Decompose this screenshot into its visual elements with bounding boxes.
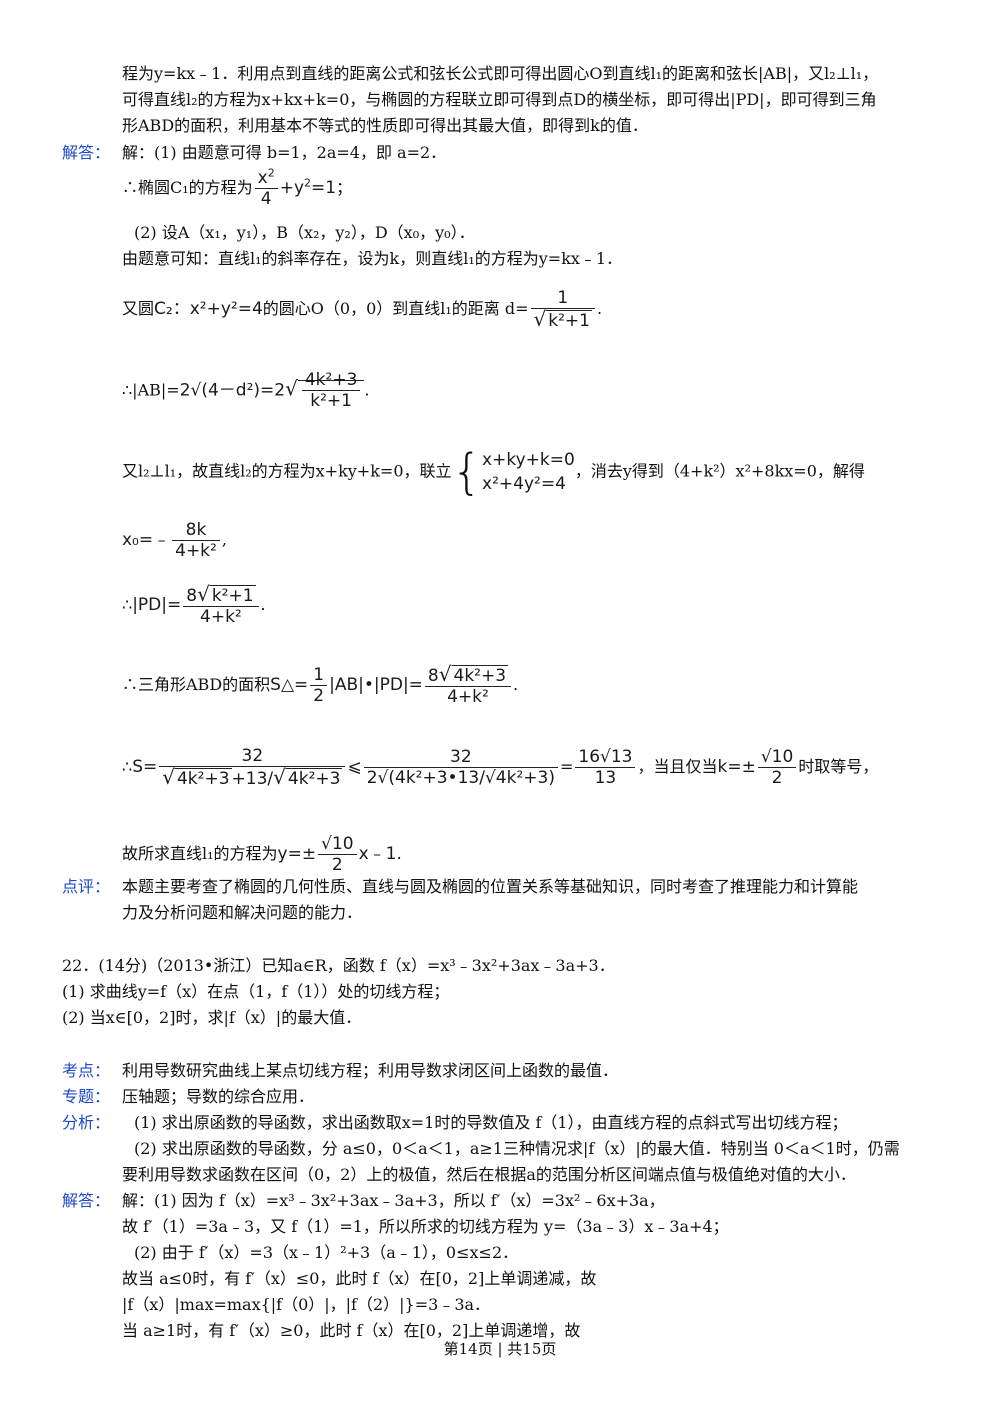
analysis-line-2: 可得直线l₂的方程为x+kx+k=0，与椭圆的方程联立即可得到点D的横坐标，即可… (122, 90, 877, 109)
zhuanti-tag: 专题： (62, 1087, 111, 1106)
answer-line-1: 解：(1) 由题意可得 b=1，2a=4，即 a=2． (122, 143, 447, 162)
answer-line-slope: 由题意可知：直线l₁的斜率存在，设为k，则直线l₁的方程为y=kx﹣1． (122, 249, 623, 268)
analysis-line-3: 形ABD的面积，利用基本不等式的性质即可得出其最大值，即得到k的值． (122, 116, 648, 135)
fenxi-tag: 分析： (62, 1113, 111, 1132)
solution-line-4: 故当 a≤0时，有 f′（x）≤0，此时 f（x）在[0，2]上单调递减，故 (122, 1269, 597, 1288)
kaodian-tag: 考点： (62, 1061, 111, 1080)
question-22-title: 22．(14分)（2013•浙江）已知a∈R，函数 f（x）=x³﹣3x²+3a… (62, 956, 615, 975)
solution-line-2: 故 f′（1）=3a﹣3，又 f（1）=1，所以所求的切线方程为 y=（3a﹣3… (122, 1217, 729, 1236)
comment-tag: 点评： (62, 877, 111, 896)
distance-line: 又圆C₂：x²+y²=4的圆心O（0，0）到直线l₁的距离 d=1√k²+1. (122, 288, 603, 331)
answer-tag: 解答： (62, 143, 111, 162)
analysis-line-1: 程为y=kx﹣1．利用点到直线的距离公式和弦长公式即可得出圆心O到直线l₁的距离… (122, 64, 879, 83)
question-22-part-1: (1) 求曲线y=f（x）在点（1，f（1））处的切线方程； (62, 982, 450, 1001)
fenxi-line-3: 要利用导数求函数在区间（0，2）上的极值，然后在根据a的范围分析区间端点值与极值… (122, 1165, 856, 1184)
s-left-fraction: 32√4k²+3+13/√4k²+3 (159, 746, 346, 789)
solution-line-1: 解：(1) 因为 f（x）=x³﹣3x²+3ax﹣3a+3，所以 f′（x）=3… (122, 1191, 665, 1210)
distance-fraction: 1√k²+1 (530, 288, 595, 331)
zhuanti-text: 压轴题；导数的综合应用． (122, 1087, 315, 1106)
comment-line-1: 本题主要考查了椭圆的几何性质、直线与圆及椭圆的位置关系等基础知识，同时考查了推理… (122, 877, 859, 896)
fenxi-line-1: (1) 求出原函数的导函数，求出函数取x=1时的导数值及 f（1），由直线方程的… (134, 1113, 848, 1132)
answer-line-setpoints: (2) 设A（x₁，y₁），B（x₂，y₂），D（x₀，y₀）． (134, 223, 475, 242)
question-22-part-2: (2) 当x∈[0，2]时，求|f（x）|的最大值． (62, 1008, 362, 1027)
answer-tag-2: 解答： (62, 1191, 111, 1210)
solution-line-6: 当 a≥1时，有 f′（x）≥0，此时 f（x）在[0，2]上单调递增，故 (122, 1321, 581, 1340)
solution-line-3: (2) 由于 f′（x）=3（x﹣1）²+3（a﹣1），0≤x≤2． (134, 1243, 519, 1262)
kaodian-text: 利用导数研究曲线上某点切线方程；利用导数求闭区间上函数的最值． (122, 1061, 619, 1080)
solution-line-5: |f（x）|max=max{|f（0）|，|f（2）|}=3﹣3a． (122, 1295, 491, 1314)
fenxi-line-2: (2) 求出原函数的导函数，分 a≤0，0＜a＜1，a≥1三种情况求|f（x）|… (134, 1139, 900, 1158)
circle-equation: C₂：x²+y²=4 (154, 299, 263, 319)
comment-line-2: 力及分析问题和解决问题的能力． (122, 903, 363, 922)
ellipse-text: ∴椭圆C₁的方程为 (122, 178, 253, 197)
page-footer: 第14页 | 共15页 (443, 1340, 557, 1358)
